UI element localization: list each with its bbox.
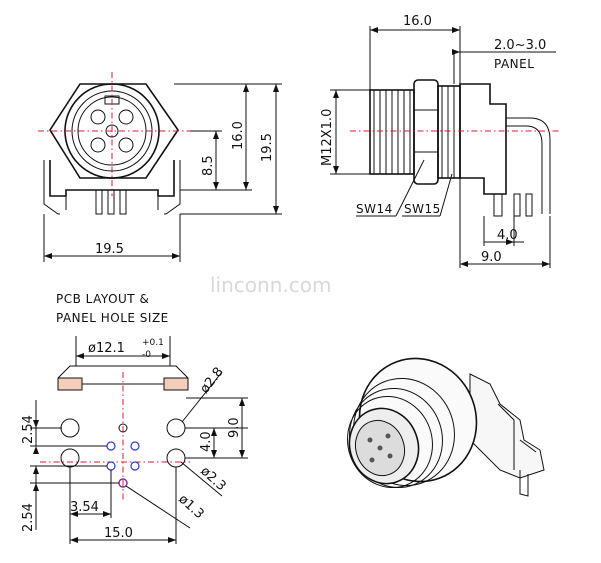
iso-contact-3 [369,457,375,463]
front-view: 19.5 16.0 8.5 19.5 [38,72,282,262]
iso-pin [519,470,529,497]
dim-panel-range: 2.0~3.0 [494,38,546,53]
side-thread-lines [373,90,411,174]
front-side-legs [43,160,181,215]
dim-tol-upper: +0.1 [142,338,164,348]
dim-panel-hole: ø12.1 [88,341,125,356]
dim-span-y2: 9.0 [227,417,242,438]
pcb-layout: PCB LAYOUT & PANEL HOLE SIZE ø12.1 +0.1 … [21,292,248,544]
leader-mount-hole [181,371,223,423]
leader-pin-hole-a [180,461,223,497]
side-flange [437,85,461,179]
iso-view [347,357,545,497]
dim-pitch-y-top: 2.54 [21,415,36,444]
dim-front-center-height: 8.5 [201,155,216,176]
dim-span-y1: 4.0 [199,431,214,452]
side-pin-bent-2 [506,125,543,214]
front-pin-3 [90,137,106,153]
side-leg-2 [513,193,521,217]
iso-contact-5 [377,445,383,451]
iso-housing [469,373,545,479]
panel-bevel [57,365,189,379]
dim-pitch-y-bottom: 2.54 [21,503,36,532]
dim-depth: 9.0 [481,250,502,265]
sw14-leader [395,159,425,217]
pcb-title-line2: PANEL HOLE SIZE [56,311,169,325]
dim-pin-offset: 4.0 [497,228,518,243]
iso-thread-3 [347,395,433,489]
dim-tol-lower: -0 [142,350,151,360]
panel-section-left [57,377,83,391]
dim-pitch-x: 3.54 [70,500,99,515]
side-housing [459,83,507,195]
side-view: 16.0 2.0~3.0 PANEL M12X1.0 SW14 SW15 4.0 [320,14,560,268]
wrench-size-1: SW14 [356,202,393,216]
sw15-leader [439,173,453,217]
signal-hole-1 [106,441,116,451]
front-pin-4 [118,137,134,153]
panel-section-right [163,377,189,391]
signal-hole-4 [130,461,140,471]
signal-hole-2 [130,441,140,451]
side-flange-thread [441,86,455,178]
side-nut [413,79,439,185]
signal-hole-3 [106,461,116,471]
dim-pin-hole-a: ø2.3 [197,464,228,494]
wrench-size-2: SW15 [404,202,441,216]
dim-front-width: 19.5 [95,242,124,257]
mount-hole-tl [60,418,80,438]
iso-contact-2 [385,433,391,439]
pin-hole-top [118,423,128,433]
side-leg-3 [525,193,533,217]
dim-front-height-outer: 19.5 [260,133,275,162]
mount-hole-bl [60,448,80,468]
dim-side-length: 16.0 [403,14,432,29]
front-pin-2 [118,109,134,125]
front-pin-1 [90,109,106,125]
side-leg-1 [493,193,503,217]
front-hex-outline [49,83,179,179]
front-pcb-pin-1 [95,189,103,215]
dim-pin-hole-b: ø1.3 [175,492,206,522]
side-pin-bent-1 [506,117,551,214]
iso-housing-edges [497,403,537,470]
dim-total-width: 15.0 [104,526,133,541]
iso-contact-4 [387,453,393,459]
dim-mount-hole: ø2.8 [197,365,226,397]
watermark-text: linconn.com [210,273,331,297]
dim-thread: M12X1.0 [320,109,335,166]
mount-hole-br [166,448,186,468]
dim-front-height-hex: 16.0 [231,121,246,150]
leader-pin-hole-b [125,485,191,529]
pcb-title-line1: PCB LAYOUT & [56,292,149,306]
front-pcb-pin-3 [119,189,127,215]
front-pcb-pin-2 [107,189,115,215]
iso-contact-1 [367,437,373,443]
panel-label: PANEL [494,57,534,71]
